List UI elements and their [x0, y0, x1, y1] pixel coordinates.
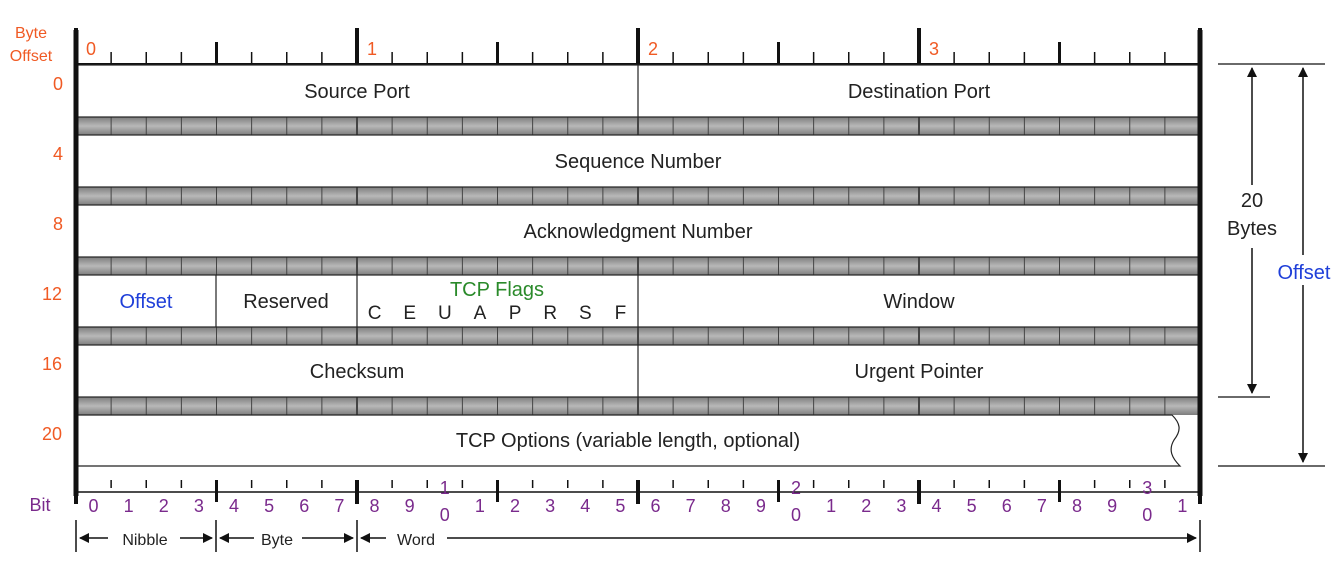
tcp-flag-letter: P	[509, 303, 522, 324]
bit-number: 5	[615, 496, 625, 516]
bit-number: 9	[405, 496, 415, 516]
bit-number: 6	[651, 496, 661, 516]
bit-number: 0	[791, 505, 801, 525]
bit-number: 0	[440, 505, 450, 525]
bit-number: 9	[1107, 496, 1117, 516]
bit-number: 4	[932, 496, 942, 516]
separator-bands	[76, 117, 1200, 415]
bit-number: 2	[861, 496, 871, 516]
bit-number: 3	[896, 496, 906, 516]
bit-number: 7	[686, 496, 696, 516]
bit-number: 1	[475, 496, 485, 516]
offset-annotation: Offset	[1278, 262, 1331, 284]
word-label: Word	[397, 532, 435, 549]
byte-number-2: 2	[648, 39, 658, 59]
reserved-field: Reserved	[243, 291, 329, 313]
row-offset-20: 20	[42, 424, 62, 444]
tcp-flag-letter: F	[615, 303, 627, 324]
bit-number: 6	[299, 496, 309, 516]
tcp-options-box	[75, 414, 1182, 467]
bit-number: 1	[1177, 496, 1187, 516]
nibble-label: Nibble	[122, 532, 167, 549]
bit-number: 2	[510, 496, 520, 516]
row-8-box	[75, 204, 1201, 258]
tcp-flags-title: TCP Flags	[450, 279, 544, 301]
byte-offset-label: Byte	[15, 25, 47, 42]
byte-label: Byte	[261, 532, 293, 549]
bit-number: 0	[1142, 505, 1152, 525]
bit-number: 7	[1037, 496, 1047, 516]
tcp-flag-letter: C	[368, 303, 382, 324]
bit-number: 7	[334, 496, 344, 516]
bit-number: 2	[791, 478, 801, 498]
bit-number: 6	[1002, 496, 1012, 516]
byte-number-3: 3	[929, 39, 939, 59]
row-offset-8: 8	[53, 214, 63, 234]
bit-number: 5	[967, 496, 977, 516]
bit-number: 5	[264, 496, 274, 516]
byte-offset-label-2: Offset	[10, 48, 53, 65]
tcp-flag-letter: E	[403, 303, 416, 324]
source-port-field: Source Port	[304, 81, 410, 103]
acknowledgment-number-field: Acknowledgment Number	[524, 221, 753, 243]
bit-number: 8	[721, 496, 731, 516]
bit-number: 3	[545, 496, 555, 516]
bit-number: 8	[370, 496, 380, 516]
checksum-field: Checksum	[310, 361, 404, 383]
tcp-flag-letter: A	[474, 303, 487, 324]
bit-number: 1	[826, 496, 836, 516]
bottom-bit-ruler	[74, 480, 1202, 504]
byte-number-1: 1	[367, 39, 377, 59]
row-offset-4: 4	[53, 144, 63, 164]
bit-number: 1	[124, 496, 134, 516]
header-size-number: 20	[1241, 190, 1263, 212]
tcp-flag-letter: U	[438, 303, 452, 324]
offset-field: Offset	[120, 291, 173, 313]
bit-number: 4	[580, 496, 590, 516]
bit-number: 2	[159, 496, 169, 516]
tcp-options-field: TCP Options (variable length, optional)	[456, 430, 800, 452]
row-offset-0: 0	[53, 74, 63, 94]
right-annotations: 20 Bytes Offset	[1218, 63, 1331, 467]
top-bit-ruler	[74, 28, 1202, 65]
sequence-number-field: Sequence Number	[555, 151, 722, 173]
bit-number: 1	[440, 478, 450, 498]
bit-number: 8	[1072, 496, 1082, 516]
destination-port-field: Destination Port	[848, 81, 991, 103]
byte-number-0: 0	[86, 39, 96, 59]
bit-number: 0	[89, 496, 99, 516]
row-offset-12: 12	[42, 284, 62, 304]
bit-label: Bit	[29, 495, 50, 515]
bit-number: 3	[194, 496, 204, 516]
window-field: Window	[883, 291, 955, 313]
tcp-flag-letter: S	[579, 303, 592, 324]
scale-bar: Nibble Byte Word	[75, 520, 1201, 552]
header-size-unit: Bytes	[1227, 218, 1277, 240]
bit-number: 9	[756, 496, 766, 516]
row-offset-16: 16	[42, 354, 62, 374]
urgent-pointer-field: Urgent Pointer	[855, 361, 984, 383]
bit-number: 4	[229, 496, 239, 516]
tcp-flag-letter: R	[543, 303, 557, 324]
bit-number: 3	[1142, 478, 1152, 498]
